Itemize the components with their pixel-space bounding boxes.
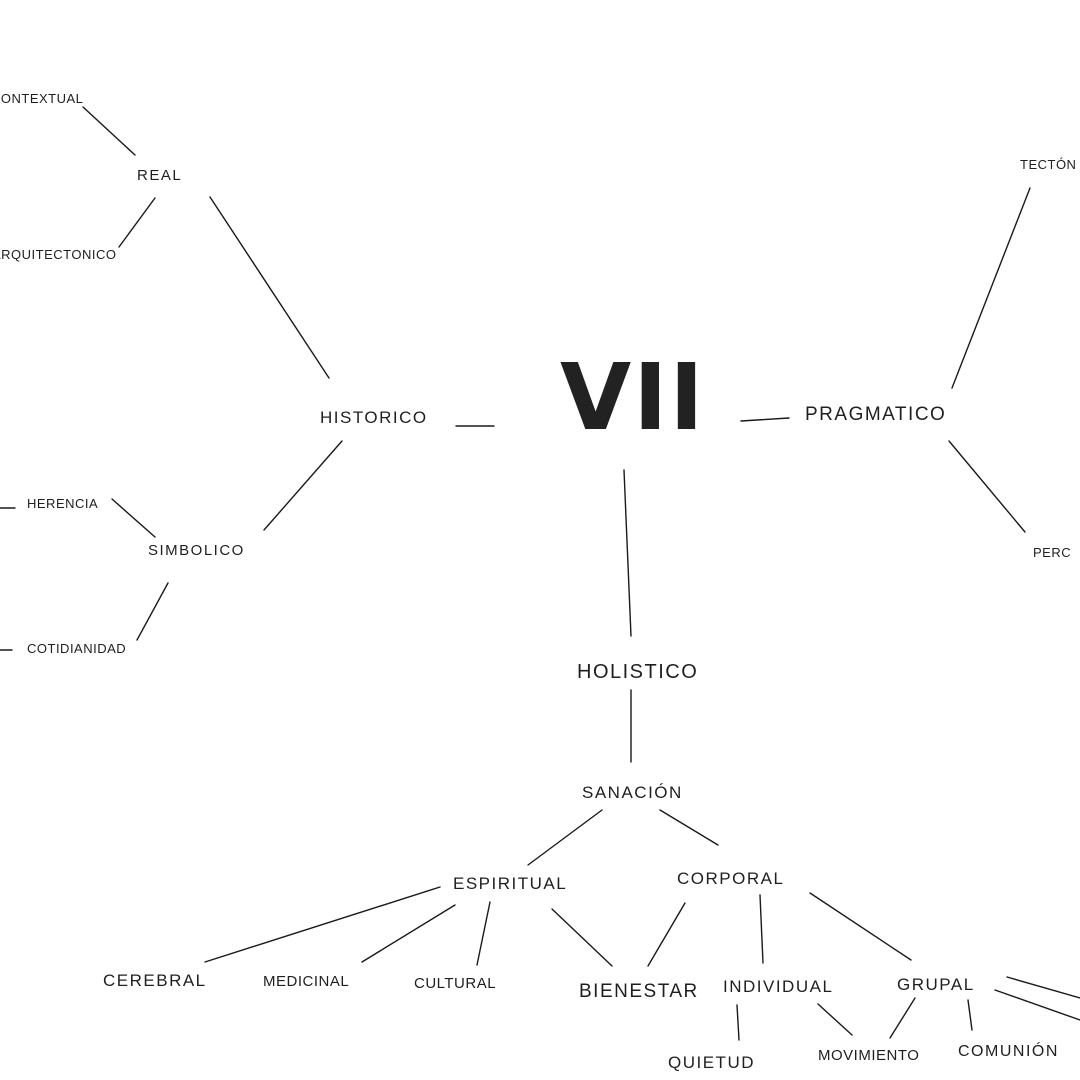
edge-corporal-bienestar	[647, 902, 686, 967]
edge-historico-simbolico	[263, 440, 343, 531]
edge-sanacion-corporal	[659, 809, 719, 846]
edge-center-holistico	[623, 469, 632, 637]
edge-pragmatico-tectonico	[951, 187, 1031, 389]
node-arquitectonico: ARQUITECTONICO	[0, 247, 117, 262]
node-comunion: COMUNIÓN	[958, 1043, 1059, 1060]
edge-espiritual-medicinal	[361, 904, 456, 963]
edge-real-contextual	[82, 106, 136, 156]
node-holistico: HOLISTICO	[577, 661, 699, 683]
edge-grupal-movimiento	[889, 997, 916, 1039]
node-real: REAL	[137, 167, 183, 184]
edge-grupal-offscreen-2	[994, 989, 1080, 1021]
node-corporal: CORPORAL	[677, 869, 785, 888]
node-historico: HISTORICO	[320, 408, 428, 427]
node-contextual: CONTEXTUAL	[0, 91, 84, 106]
node-bienestar: BIENESTAR	[579, 981, 699, 1002]
edge-real-arquitectonico	[118, 197, 156, 248]
center-node: VII	[560, 344, 706, 451]
edge-corporal-individual	[759, 894, 764, 964]
node-simbolico: SIMBOLICO	[148, 542, 245, 559]
edge-individual-movimiento	[817, 1003, 853, 1036]
node-individual: INDIVIDUAL	[723, 977, 834, 996]
node-quietud: QUIETUD	[668, 1053, 755, 1072]
node-espiritual: ESPIRITUAL	[453, 874, 568, 893]
edge-espiritual-cerebral	[204, 886, 441, 963]
node-pragmatico: PRAGMATICO	[805, 404, 947, 425]
edge-grupal-comunion	[967, 999, 973, 1031]
node-grupal: GRUPAL	[897, 975, 975, 994]
edge-historico-real	[209, 196, 330, 379]
node-perc: PERC	[1033, 545, 1072, 560]
edge-corporal-grupal	[809, 892, 912, 961]
edge-grupal-offscreen-1	[1006, 976, 1080, 999]
node-medicinal: MEDICINAL	[263, 973, 350, 990]
node-herencia: HERENCIA	[27, 496, 99, 511]
edge-center-pragmatico	[740, 417, 790, 422]
edge-espiritual-bienestar	[551, 908, 613, 967]
node-movimiento: MOVIMIENTO	[818, 1047, 920, 1064]
edge-individual-quietud	[736, 1004, 740, 1041]
node-cerebral: CEREBRAL	[103, 971, 207, 990]
node-tectonico: TECTÓN	[1020, 157, 1077, 172]
edge-espiritual-cultural	[476, 901, 491, 966]
edge-simbolico-cotidianidad	[136, 582, 169, 641]
node-cotidianidad: COTIDIANIDAD	[27, 641, 127, 656]
node-cultural: CULTURAL	[414, 975, 497, 992]
edge-sanacion-espiritual	[527, 809, 603, 866]
edge-pragmatico-perc	[948, 440, 1026, 533]
edge-simbolico-herencia	[111, 498, 156, 538]
node-sanacion: SANACIÓN	[582, 783, 683, 802]
